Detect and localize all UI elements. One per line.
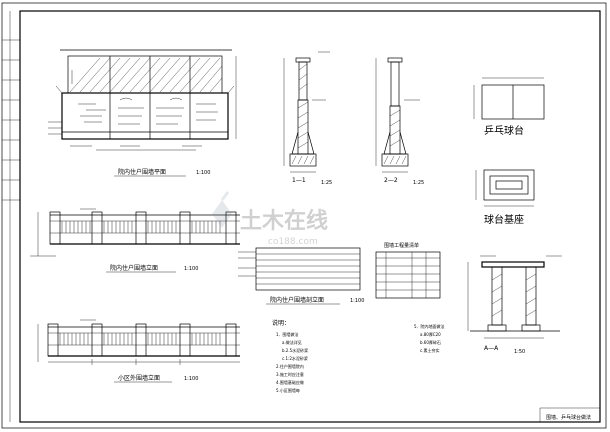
drawing-name: 围墙、乒乓球台做法 [546, 414, 591, 421]
outer-elevation-scale: 1:100 [184, 376, 198, 382]
wall-plan-view [48, 49, 237, 151]
table-base-plan [475, 169, 535, 207]
general-notes: 说明： 1．围墙做法 a.做法详见 b.2.5水泥砂浆 c.1:2水泥砂浆 2.… [272, 319, 445, 393]
section-elevation-scale: 1:100 [350, 298, 364, 304]
section-1-detail [283, 51, 330, 173]
section-2-detail [375, 57, 420, 173]
plan-scale: 1:100 [196, 170, 210, 176]
outer-wall-elevation [37, 319, 240, 365]
pingpong-table-title: 乒乓球台 [484, 124, 524, 137]
wall-section-elevation [238, 247, 361, 291]
left-title-strip [2, 11, 20, 422]
plan-title: 院内住户围墙平面 [118, 168, 166, 176]
notes-title: 说明： [272, 319, 290, 327]
table-base-title: 球台基座 [484, 213, 524, 226]
note-line: 5．院内地面做法 [414, 323, 445, 329]
section-a-label: A—A [484, 345, 499, 352]
note-line: b.60厚碎石 [420, 339, 441, 345]
note-line: 2.住户围墙院内 [276, 363, 304, 369]
section-1-scale: 1:25 [321, 180, 332, 186]
outer-elevation-title: 小区外围墙立面 [118, 374, 160, 382]
material-table [375, 251, 441, 299]
note-line: 5.小区围墙每 [276, 387, 300, 393]
note-line: 1．围墙做法 [276, 331, 299, 337]
inner-elevation-title: 院内住户围墙立面 [110, 264, 158, 272]
section-2-scale: 1:25 [413, 180, 424, 186]
inner-elevation-scale: 1:100 [184, 266, 198, 272]
svg-text:co188.com: co188.com [268, 237, 318, 247]
site-watermark: 土木在线 co188.com [212, 191, 328, 247]
title-block: 围墙、乒乓球台做法 [539, 407, 600, 422]
material-table-title: 围墙工程量清单 [384, 242, 419, 249]
inner-wall-elevation [30, 208, 240, 257]
drawing-frame [19, 10, 601, 423]
note-line: 4.围墙基础应做 [276, 379, 304, 385]
note-line: a.做法详见 [282, 339, 302, 345]
note-line: a.80厚C20 [420, 332, 441, 337]
note-line: b.2.5水泥砂浆 [282, 347, 308, 353]
note-line: c.素土夯实 [420, 347, 439, 353]
section-1-label: 1—1 [292, 177, 306, 184]
section-a-scale: 1:50 [514, 349, 525, 355]
note-line: c.1:2水泥砂浆 [282, 355, 308, 361]
note-line: 3.施工时应注意 [276, 371, 304, 377]
svg-text:土木在线: 土木在线 [240, 208, 328, 234]
section-2-label: 2—2 [384, 177, 398, 184]
section-a-detail [467, 255, 562, 339]
section-elevation-title: 院内住户围墙剖立面 [270, 296, 324, 304]
pingpong-table-plan [473, 77, 545, 120]
